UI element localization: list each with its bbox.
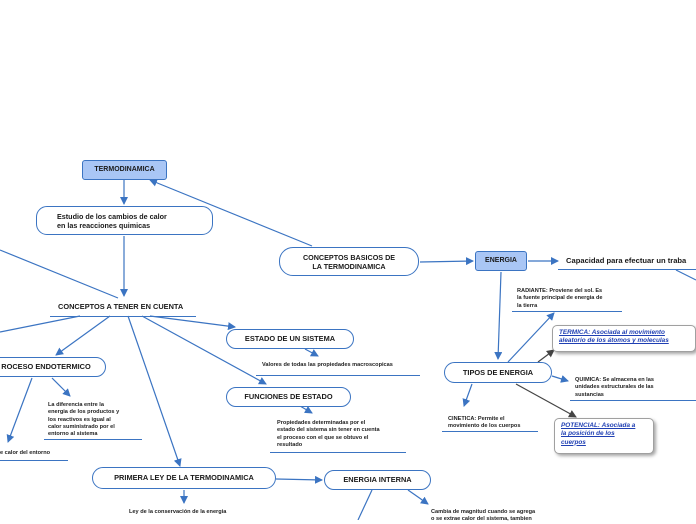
link-estado-valores <box>304 348 319 357</box>
note-quimica: QUIMICA: Se almacena en las unidades est… <box>575 377 654 398</box>
link-capacidad-offscreen <box>675 269 696 281</box>
quimica-underline <box>570 400 696 401</box>
link-tipos-radiante <box>507 312 555 363</box>
link-conceptos-funciones <box>141 315 267 385</box>
cinetica-underline <box>442 431 538 432</box>
link-interna-cambia <box>407 489 429 505</box>
note-diferencia: La diferencia entre la energia de los pr… <box>48 402 120 438</box>
node-estudio[interactable]: Estudio de los cambios de calor en las r… <box>36 206 213 235</box>
node-energia[interactable]: ENERGIA <box>475 251 527 271</box>
node-funciones-estado[interactable]: FUNCIONES DE ESTADO <box>226 387 351 407</box>
link-proceso-diferencia <box>51 377 71 397</box>
note-ley-conservacion: Ley de la conservación de la energia <box>129 509 227 515</box>
diferencia-underline <box>44 439 142 440</box>
link-primera-interna <box>275 475 323 484</box>
link-funciones-propiedades <box>299 405 313 414</box>
valores-underline <box>256 375 420 376</box>
calor-underline <box>0 460 68 461</box>
link-proceso-calor <box>6 377 33 443</box>
node-energia-interna[interactable]: ENERGIA INTERNA <box>324 470 431 490</box>
note-calor-entorno: e calor del entorno <box>0 450 51 456</box>
link-conceptos-estado <box>149 315 236 331</box>
node-conceptos-basicos[interactable]: CONCEPTOS BASICOS DE LA TERMODINAMICA <box>279 247 419 276</box>
link-tipos-cinetica <box>462 383 473 407</box>
link-tipos-quimica <box>551 375 569 383</box>
node-capacidad[interactable]: Capacidad para efectuar un traba <box>566 256 687 265</box>
link-basicos-termo <box>149 178 313 247</box>
radiante-underline <box>512 311 622 312</box>
node-termodinamica[interactable]: TERMODINAMICA <box>82 160 167 180</box>
callout-potencial[interactable]: POTENCIAL: Asociada a la posición de los… <box>554 418 654 454</box>
capacidad-underline <box>558 269 696 270</box>
note-propiedades: Propiedades determinadas por el estado d… <box>277 420 380 448</box>
link-conceptos-primera <box>127 315 182 467</box>
link-energia-tipos <box>494 271 503 360</box>
note-valores: Valores de todas las propiedades macrosc… <box>262 362 393 368</box>
node-tipos-energia[interactable]: TIPOS DE ENERGIA <box>444 362 552 383</box>
link-offscreen-conceptos <box>0 249 119 299</box>
note-cinetica: CINETICA: Permite el movimiento de los c… <box>448 416 521 430</box>
link-basicos-energia <box>419 257 474 266</box>
conceptos-underline <box>50 316 196 317</box>
link-conceptos-left <box>0 315 81 333</box>
note-cambia-magnitud: Cambia de magnitud cuando se agrega o se… <box>431 509 536 523</box>
node-estado-sistema[interactable]: ESTADO DE UN SISTEMA <box>226 329 354 349</box>
link-tipos-termica <box>537 349 555 363</box>
link-conceptos-proceso <box>55 315 111 356</box>
node-primera-ley[interactable]: PRIMERA LEY DE LA TERMODINAMICA <box>92 467 276 489</box>
link-tipos-potencial <box>515 383 577 418</box>
callout-termica[interactable]: TERMICA: Asociada al movimiento aleatori… <box>552 325 696 352</box>
note-radiante: RADIANTE: Proviene del sol. Es la fuente… <box>517 288 603 309</box>
link-interna-down <box>357 489 373 520</box>
node-proceso-endotermico[interactable]: ROCESO ENDOTERMICO <box>0 357 106 377</box>
propiedades-underline <box>270 452 406 453</box>
node-conceptos-tener[interactable]: CONCEPTOS A TENER EN CUENTA <box>58 302 184 311</box>
